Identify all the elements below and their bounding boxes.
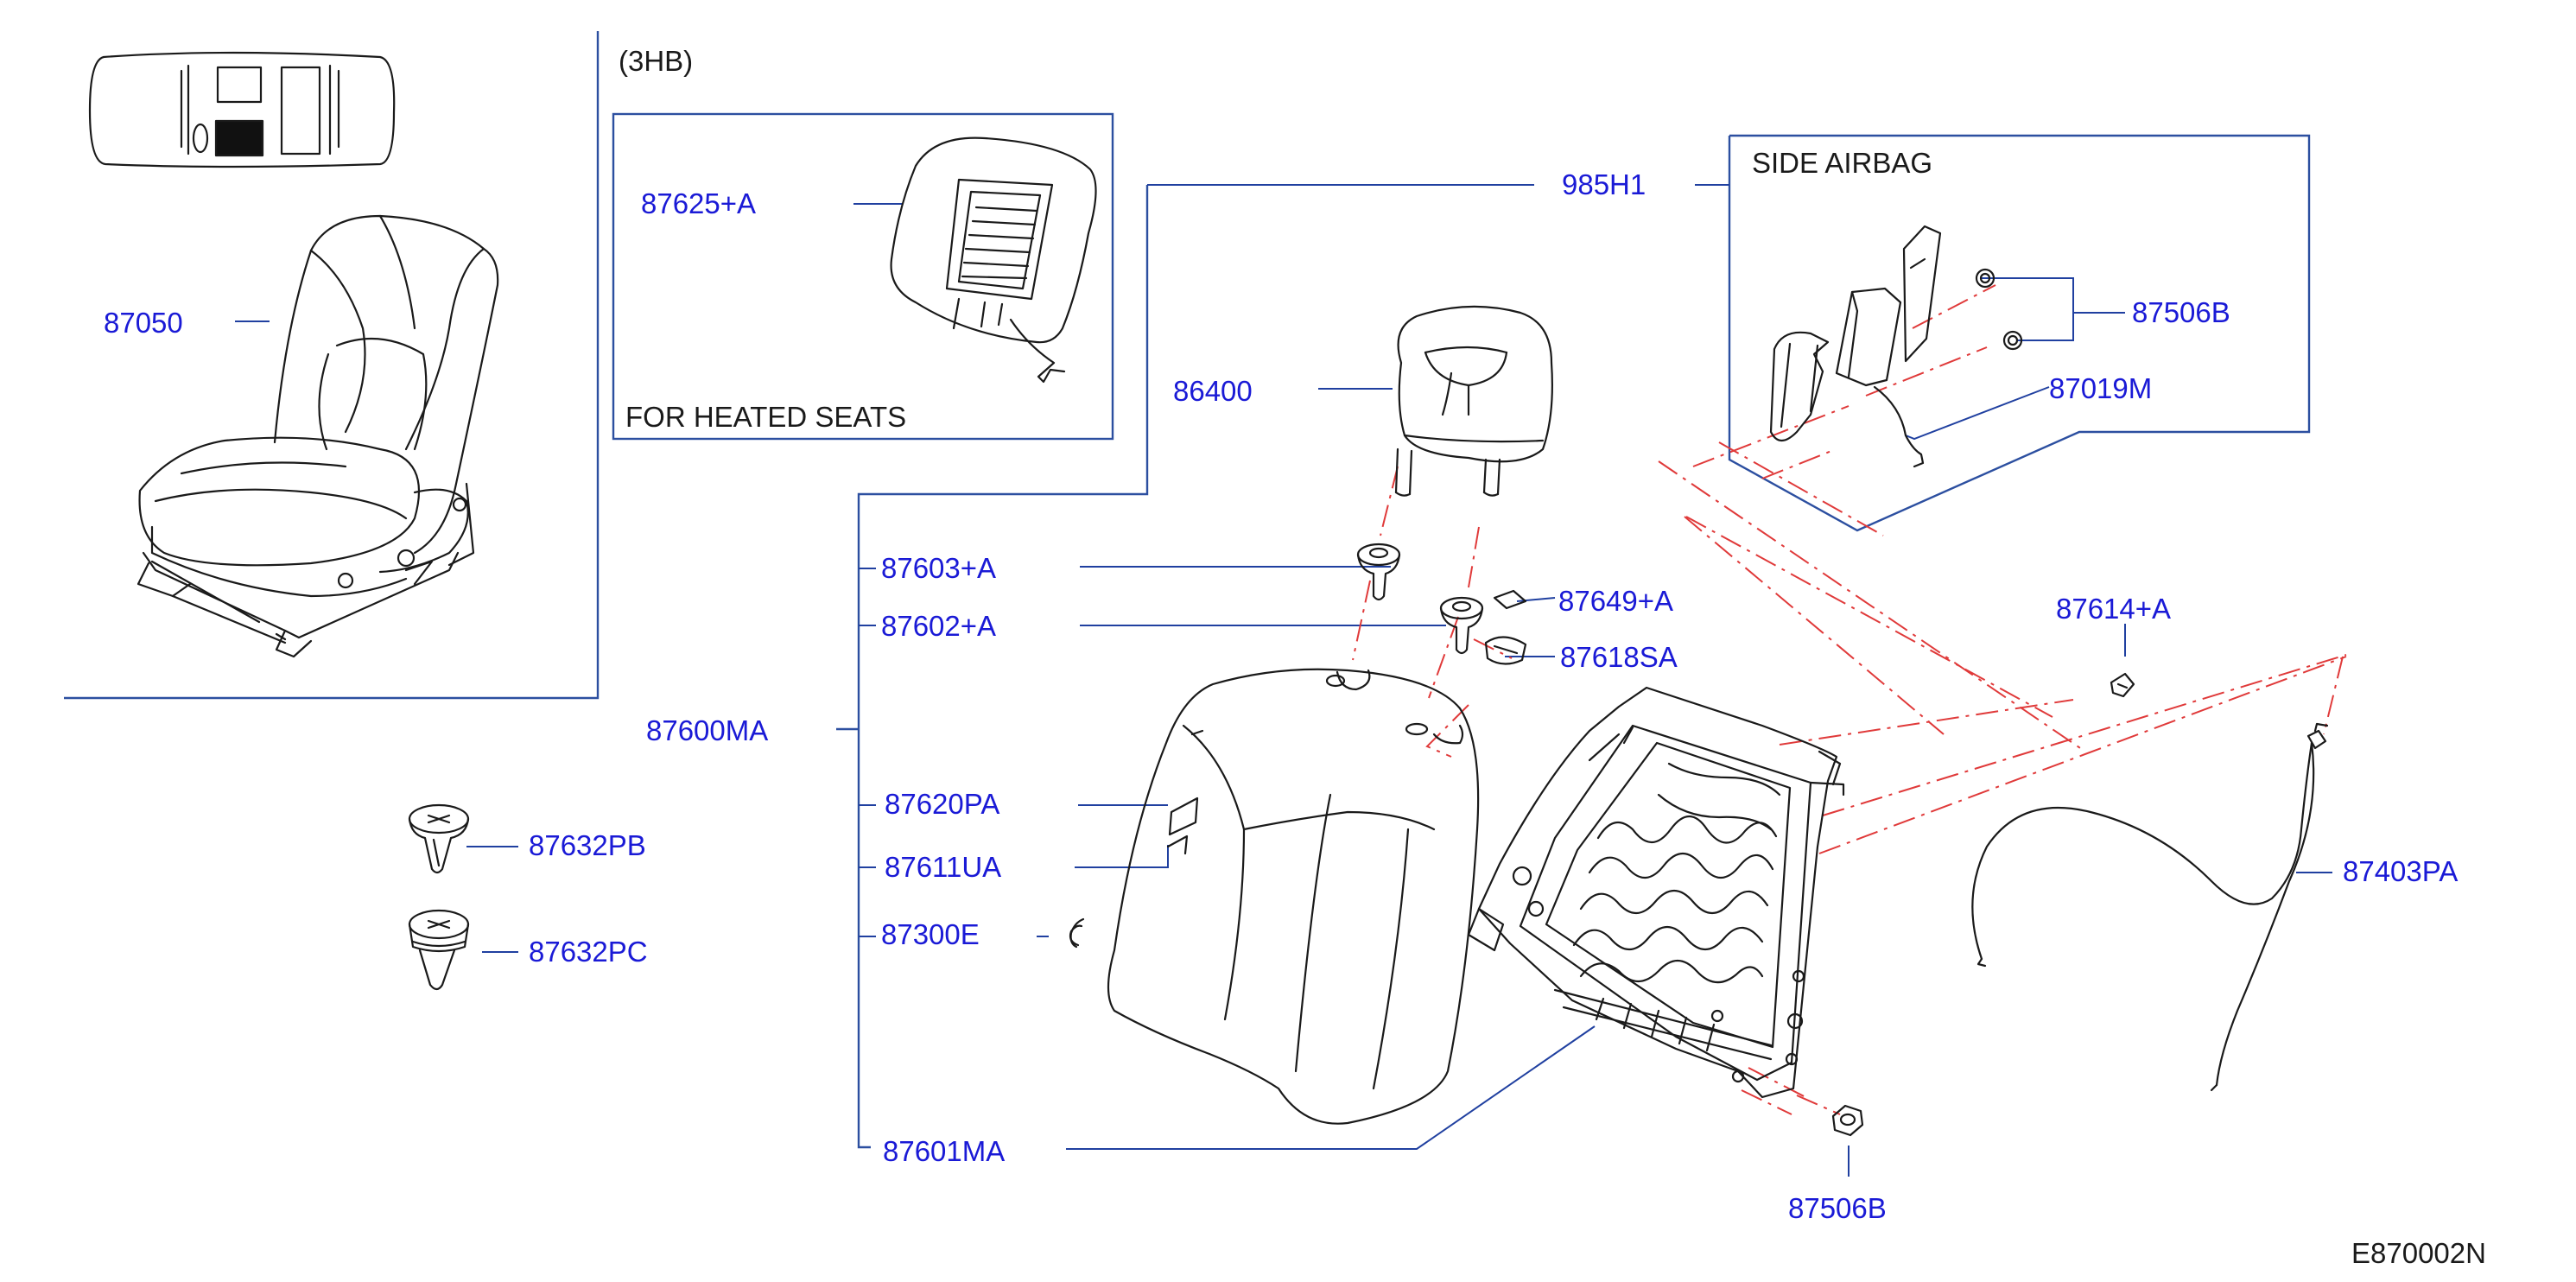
nut-87506b-drawing [1831,1104,1864,1137]
leader-lines [235,184,2332,1177]
side-airbag-drawing [1769,225,2023,468]
part-label-985h1[interactable]: 985H1 [1562,168,1646,200]
assembly-center-lines [1352,284,2347,1115]
headrest-guides-drawing [1356,543,1527,665]
clip-87300e-drawing [1069,917,1085,949]
part-label-87611ua[interactable]: 87611UA [885,851,1002,883]
part-label-87019m[interactable]: 87019M [2049,372,2153,404]
heated-seats-note: FOR HEATED SEATS [625,401,907,433]
part-label-87625a[interactable]: 87625+A [641,187,757,219]
headrest-drawing [1394,305,1553,497]
part-label-87632pc[interactable]: 87632PC [529,936,648,968]
variant-note: (3HB) [619,45,694,77]
part-label-87601ma[interactable]: 87601MA [883,1135,1006,1167]
line-art [88,51,2329,1137]
diagram-id: E870002N [2351,1237,2486,1269]
part-label-86400[interactable]: 86400 [1173,375,1253,407]
heater-pad-drawing [890,136,1097,384]
side-airbag-box [1728,134,2311,532]
part-label-87602a[interactable]: 87602+A [881,610,997,642]
overview-frame [64,31,600,700]
part-label-87620pa[interactable]: 87620PA [885,788,1000,820]
seatback-cover-drawing [1069,668,1480,1125]
seatback-frame-drawing [1467,686,1845,1099]
part-label-87618sa[interactable]: 87618SA [1560,641,1678,673]
switch-panel-drawing [88,51,396,168]
part-label-87614a[interactable]: 87614+A [2056,593,2172,625]
part-label-87050[interactable]: 87050 [104,307,183,339]
part-label-87300e[interactable]: 87300E [881,918,980,950]
part-label-87603a[interactable]: 87603+A [881,552,997,584]
part-label-87506b-bottom[interactable]: 87506B [1788,1192,1887,1224]
part-label-87506b-top[interactable]: 87506B [2132,296,2230,328]
part-label-87600ma[interactable]: 87600MA [646,714,769,746]
seatback-group-bracket [857,185,1149,1149]
section-frames [64,31,2311,1149]
clips-drawing [408,803,470,991]
side-airbag-note: SIDE AIRBAG [1752,147,1933,179]
clip-87614a-drawing [2110,672,2135,698]
seat-assembly-drawing [136,214,499,658]
part-label-87403pa[interactable]: 87403PA [2343,855,2459,887]
heated-seats-box [612,112,1114,441]
harness-87403pa-drawing [1971,722,2329,1092]
part-label-87649a[interactable]: 87649+A [1558,585,1674,617]
part-label-87632pb[interactable]: 87632PB [529,829,646,861]
